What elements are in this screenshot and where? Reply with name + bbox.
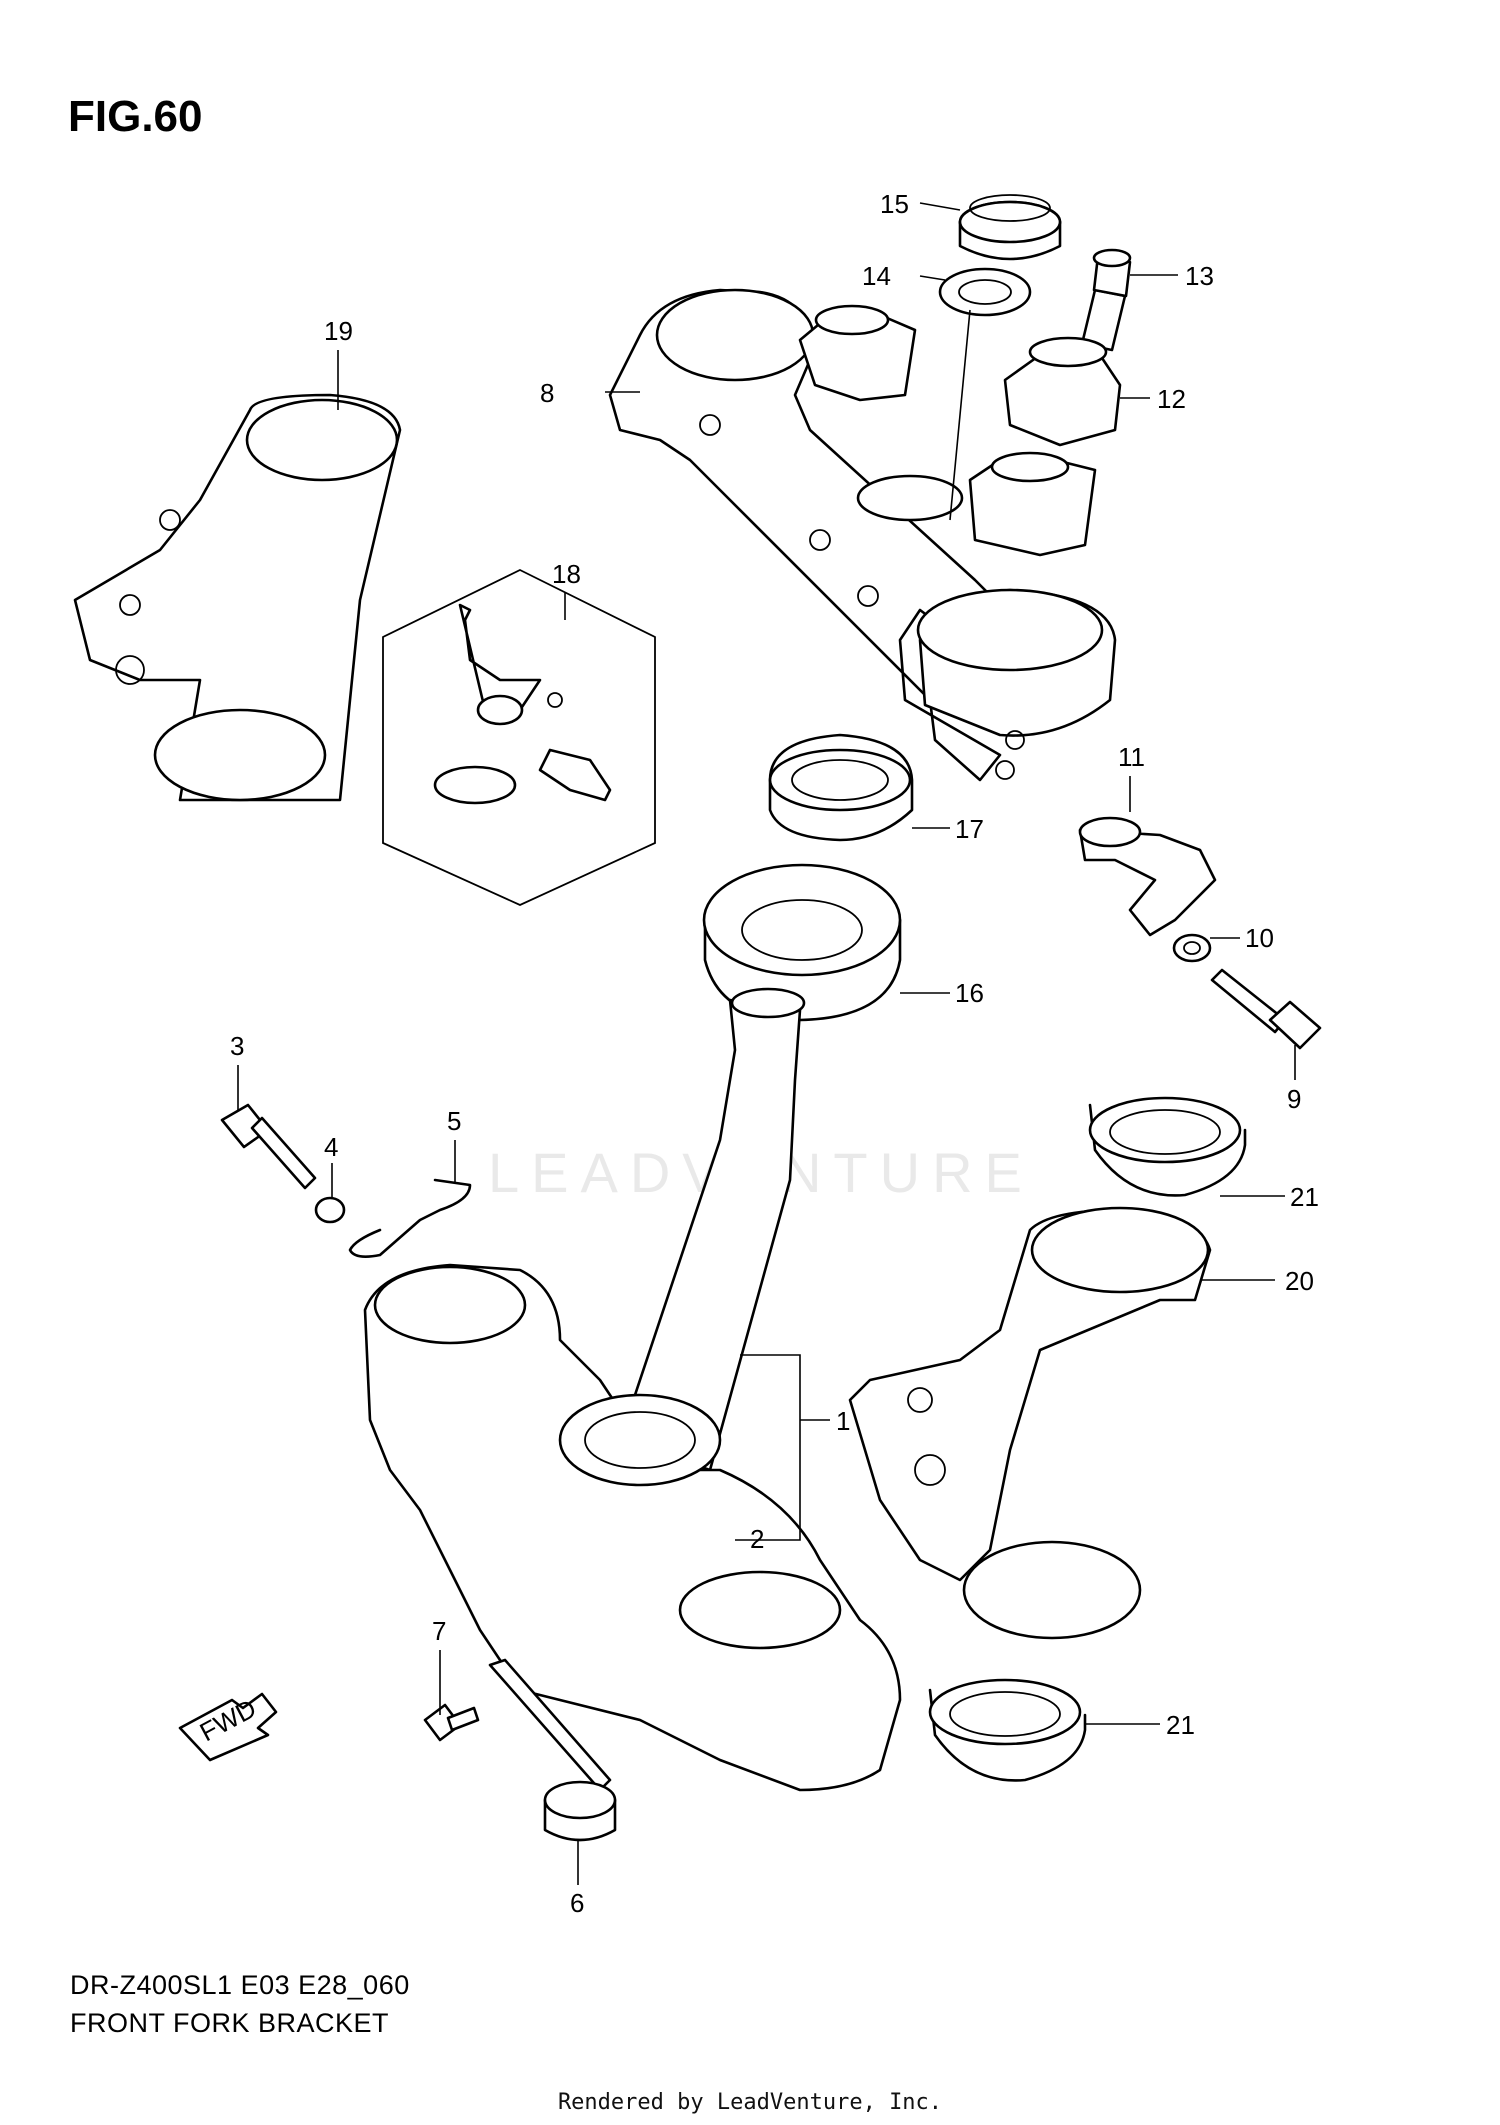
part-11-bracket [1078, 816, 1217, 937]
callout-17: 17 [955, 814, 984, 844]
callout-6: 6 [570, 1888, 584, 1918]
callout-14: 14 [862, 261, 891, 291]
diagram-caption: FRONT FORK BRACKET [70, 2008, 390, 2038]
part-18-lock-assembly [382, 568, 656, 906]
part-3-bolt [220, 1103, 317, 1190]
callout-21-lower: 21 [1166, 1710, 1195, 1740]
callout-18: 18 [552, 559, 581, 589]
part-12-handlebar-holder [1003, 336, 1122, 447]
callout-16: 16 [955, 978, 984, 1008]
part-19-cover [73, 393, 402, 802]
callout-20: 20 [1285, 1266, 1314, 1296]
callout-3: 3 [230, 1031, 244, 1061]
callout-8: 8 [540, 378, 554, 408]
part-21-seal-lower [928, 1678, 1087, 1782]
part-17-steering-nut [768, 733, 914, 842]
callout-2: 2 [750, 1524, 764, 1554]
part-20-cover [848, 1206, 1212, 1640]
callout-13: 13 [1185, 261, 1214, 291]
callout-5: 5 [447, 1106, 461, 1136]
part-9-bolt [1210, 968, 1322, 1050]
fwd-arrow-icon: FWD [178, 1692, 278, 1762]
part-4-washer [314, 1196, 346, 1224]
callout-1: 1 [836, 1406, 850, 1436]
part-1-steering-stem [363, 987, 902, 1792]
part-5-clip [348, 1178, 472, 1258]
callout-7: 7 [432, 1616, 446, 1646]
model-code: DR-Z400SL1 E03 E28_060 [70, 1970, 410, 2000]
callout-15: 15 [880, 189, 909, 219]
callout-9: 9 [1287, 1084, 1301, 1114]
callout-10: 10 [1245, 923, 1274, 953]
callout-4: 4 [324, 1132, 338, 1162]
callout-11: 11 [1118, 742, 1145, 772]
leader-lines [237, 202, 1296, 1885]
callout-12: 12 [1157, 384, 1186, 414]
callout-19: 19 [324, 316, 353, 346]
figure-title: FIG.60 [68, 92, 203, 141]
part-7-screw [423, 1703, 480, 1742]
part-21-seal-upper [1088, 1096, 1247, 1197]
callout-labels: 1 2 3 4 5 6 7 8 9 10 11 12 13 14 15 16 1… [230, 189, 1319, 1918]
part-13-bolt [1080, 248, 1132, 352]
part-10-washer [1172, 933, 1212, 963]
part-6-grommet [488, 1658, 617, 1842]
part-14-washer [938, 267, 1032, 317]
callout-21-upper: 21 [1290, 1182, 1319, 1212]
part-15-cap [958, 194, 1062, 261]
part-8-upper-bracket [608, 288, 1117, 782]
render-credit: Rendered by LeadVenture, Inc. [557, 2090, 943, 2115]
